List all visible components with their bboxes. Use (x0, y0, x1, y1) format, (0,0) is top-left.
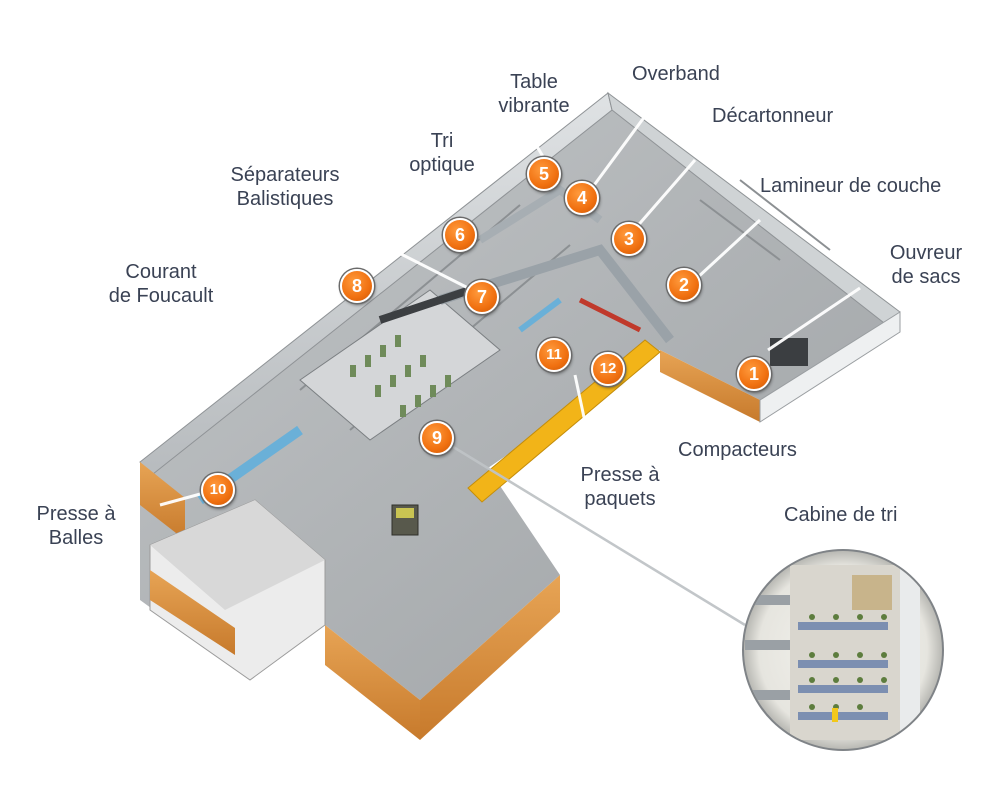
marker-3[interactable]: 3 (612, 222, 646, 256)
marker-8[interactable]: 8 (340, 269, 374, 303)
marker-4[interactable]: 4 (565, 181, 599, 215)
marker-6[interactable]: 6 (443, 218, 477, 252)
marker-1[interactable]: 1 (737, 357, 771, 391)
marker-11[interactable]: 11 (537, 338, 571, 372)
marker-2[interactable]: 2 (667, 268, 701, 302)
marker-5[interactable]: 5 (527, 157, 561, 191)
cabin-inset (742, 549, 944, 751)
marker-12[interactable]: 12 (591, 352, 625, 386)
marker-9[interactable]: 9 (420, 421, 454, 455)
building (139, 91, 901, 740)
marker-10[interactable]: 10 (201, 473, 235, 507)
marker-7[interactable]: 7 (465, 280, 499, 314)
leader-lines (159, 111, 861, 627)
